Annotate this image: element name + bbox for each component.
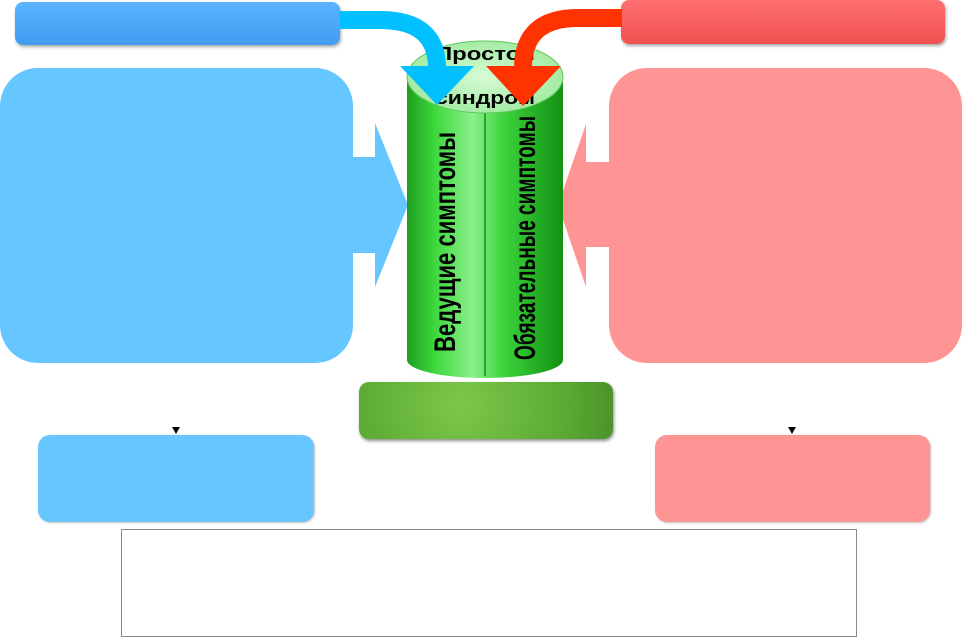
red-block-arrow-icon xyxy=(558,124,622,287)
left-blue-panel xyxy=(0,68,353,363)
blue-block-arrow-icon xyxy=(340,123,408,287)
right-red-panel xyxy=(609,68,962,363)
cyan-curved-arrow-icon xyxy=(340,11,474,105)
cylinder-top-word-1: Простой xyxy=(435,44,535,64)
mandatory-symptoms-label: Обязательные симптомы xyxy=(509,116,542,360)
bottom-right-red-box xyxy=(655,435,930,522)
top-left-blue-bar xyxy=(15,2,340,45)
down-triangle-icon xyxy=(788,427,796,434)
leading-symptoms-label: Ведущие симптомы xyxy=(429,132,462,352)
bottom-left-blue-box xyxy=(38,435,314,522)
cylinder-top-word-2: синдром xyxy=(435,88,535,108)
top-right-red-bar xyxy=(621,0,945,44)
bottom-text-frame xyxy=(121,529,857,637)
green-textured-box xyxy=(359,382,613,439)
red-curved-arrow-icon xyxy=(486,8,622,106)
down-triangle-icon xyxy=(172,427,180,434)
